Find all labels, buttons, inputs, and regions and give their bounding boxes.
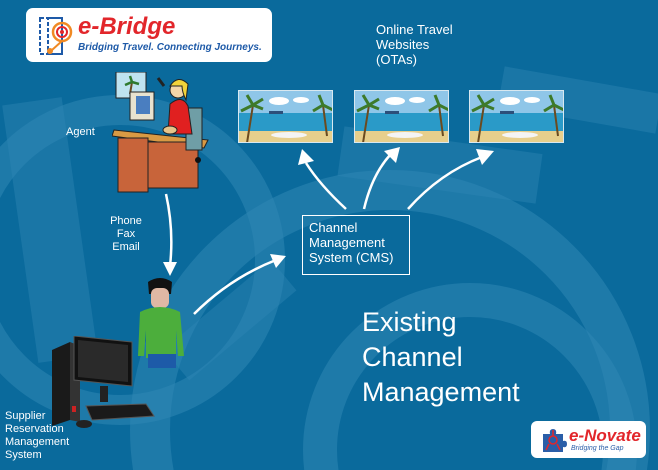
agent-label: Agent [66, 126, 95, 138]
cms-to-ota-3-arrow [407, 155, 483, 210]
arrowhead [298, 149, 314, 165]
beach-image [355, 91, 448, 142]
cms-label-line: Channel [309, 220, 358, 235]
contact-method: Fax [116, 228, 136, 240]
ota-website-image [238, 90, 333, 143]
contact-methods-label: Phone Fax Email [106, 215, 146, 254]
enovate-logo-tagline: Bridging the Gap [571, 445, 624, 452]
slide-title-line: Channel [362, 342, 463, 372]
enovate-logo-name: e-Novate [569, 426, 641, 445]
supplier-label-line: Reservation [5, 423, 64, 435]
cms-to-ota-1-arrow [304, 162, 347, 210]
ota-label-line: Websites [376, 37, 430, 52]
slide-title: Existing Channel Management [362, 305, 520, 410]
cms-label-line: System (CMS) [309, 250, 394, 265]
contact-method: Email [112, 241, 140, 253]
supplier-computer-clipart [52, 336, 155, 428]
ebridge-logo-icon [39, 17, 73, 55]
ebridge-logo: e-Bridge Bridging Travel. Connecting Jou… [26, 8, 272, 62]
cms-to-ota-arrows [298, 147, 494, 210]
ota-website-image [469, 90, 564, 143]
enovate-logo: e-Novate Bridging the Gap [531, 421, 646, 458]
cms-to-ota-2-arrow [362, 154, 391, 210]
ota-label-line: (OTAs) [376, 52, 417, 67]
contact-method: Phone [110, 215, 142, 227]
supplier-label-line: Management [5, 436, 70, 448]
beach-image [470, 91, 563, 142]
ota-website-image [354, 90, 449, 143]
ebridge-logo-name: e-Bridge [78, 13, 176, 40]
puzzle-icon [543, 429, 567, 452]
slide-title-line: Management [362, 377, 520, 407]
beach-image [239, 91, 332, 142]
arrowhead [384, 147, 400, 163]
ota-label: Online Travel Websites (OTAs) [376, 22, 453, 67]
supplier-to-cms-arrow [193, 254, 286, 315]
supplier-label: Supplier Reservation Management System [5, 410, 69, 462]
agent-to-supplier-arrow [163, 193, 177, 276]
ebridge-logo-tagline: Bridging Travel. Connecting Journeys. [78, 42, 262, 53]
supplier-label-line: System [5, 449, 42, 461]
supplier-person-clipart [138, 278, 184, 368]
cms-box: Channel Management System (CMS) [302, 215, 410, 275]
supplier-label-line: Supplier [5, 410, 46, 422]
cms-label-line: Management [309, 235, 385, 250]
agent-desk-clipart [112, 72, 209, 193]
arrowhead [476, 149, 494, 165]
ota-label-line: Online Travel [376, 22, 453, 37]
slide-title-line: Existing [362, 307, 457, 337]
